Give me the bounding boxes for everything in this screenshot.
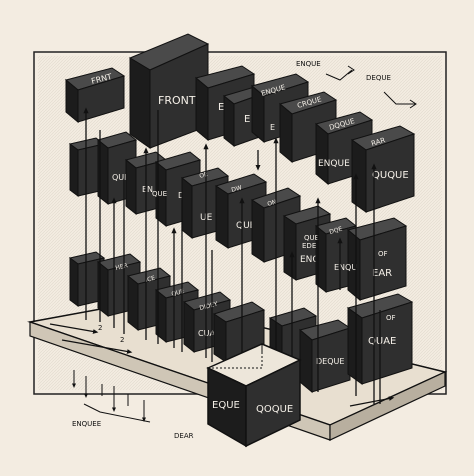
label-row2-d: QUE [304, 234, 319, 242]
box-quque: RAR QUQUE [352, 126, 414, 212]
label-bottom-enqueue: ENQUEE [72, 420, 101, 428]
label-row4-c: QUAE [368, 336, 396, 347]
label-row3-i: OF [386, 314, 396, 322]
annot-deque: DEQUE [366, 74, 391, 82]
label-row3-f: EDE [302, 242, 316, 250]
label-e-mid: E [270, 123, 275, 132]
label-quque: QUQUE [372, 170, 409, 181]
label-bottom-dear: DEAR [174, 432, 194, 440]
label-row4-b: DEQUE [316, 357, 344, 366]
mark-2b: 2 [120, 336, 124, 344]
label-row3-h: OF [378, 250, 388, 258]
label-big-left: EQUE [212, 400, 240, 411]
label-row4-a: CUA [198, 329, 215, 338]
label-big-right: QOQUE [256, 404, 293, 415]
label-row3-g: EAR [372, 268, 392, 279]
label-front: FRONT [158, 94, 196, 107]
label-row3-d: ENQU [334, 263, 357, 272]
box-deque: DEQUE [300, 320, 350, 392]
box-ear: OF EAR [348, 218, 406, 300]
label-e-top: E [244, 114, 250, 125]
label-row2-a-dup: QUE [152, 190, 167, 198]
label-enque-box: ENQUE [318, 159, 350, 169]
annot-enque: ENQUE [296, 60, 321, 68]
mark-2a: 2 [98, 324, 102, 332]
